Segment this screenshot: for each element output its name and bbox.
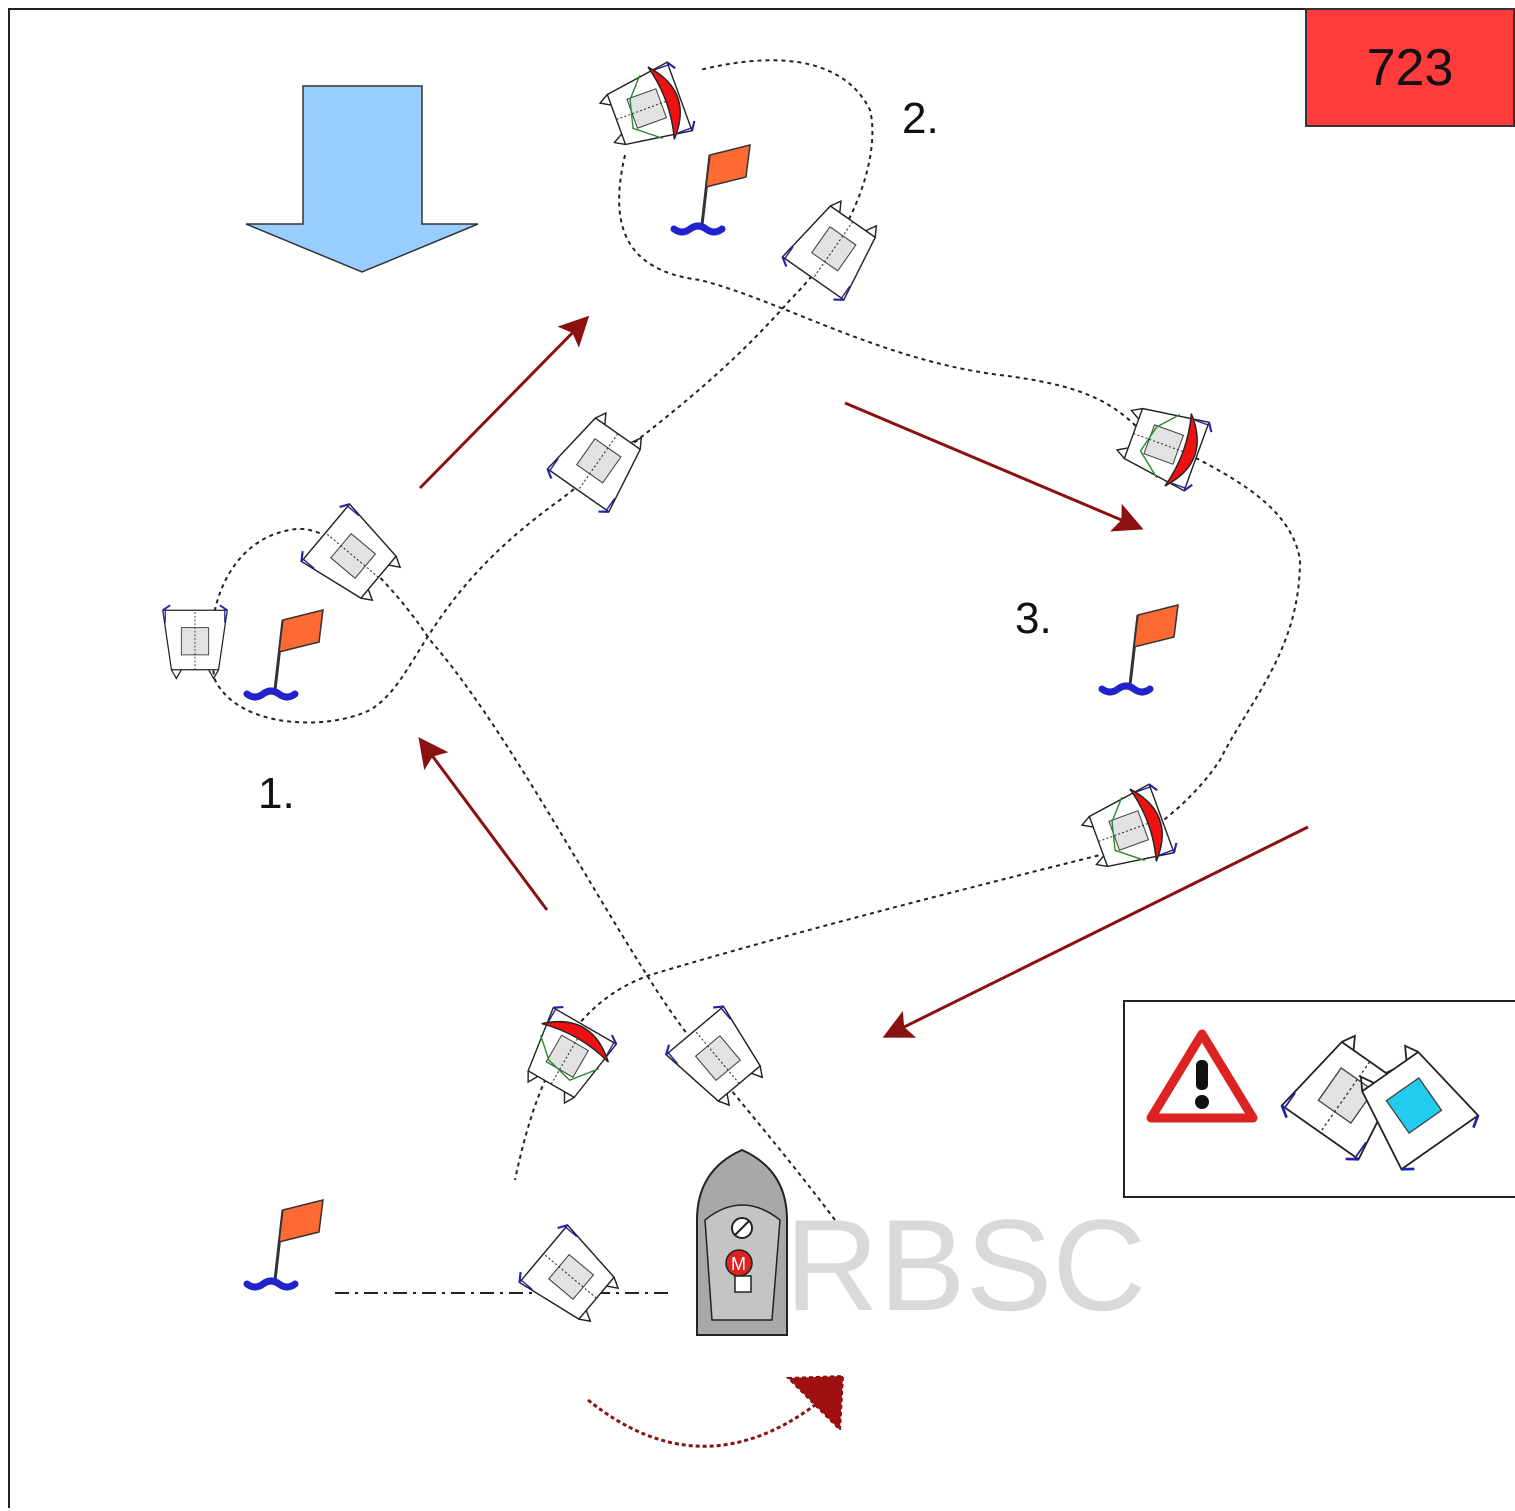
rescue-boat-icon: M <box>696 1148 788 1336</box>
catamaran-sail-icon <box>594 58 698 159</box>
legend-box <box>1123 1000 1515 1198</box>
warning-triangle-icon <box>1146 1029 1258 1123</box>
course-arrow <box>844 401 1144 532</box>
catamaran-icon <box>295 499 412 614</box>
watermark: RBSC <box>785 1192 1146 1338</box>
wind-direction-arrow-icon <box>245 85 479 273</box>
catamaran-icon <box>778 190 891 306</box>
exercise-number-badge: 723 <box>1305 8 1515 127</box>
catamaran-sail-icon <box>1111 394 1215 495</box>
catamaran-icon <box>661 1000 776 1117</box>
course-arrow <box>882 825 1309 1038</box>
legend-graphic <box>1146 1023 1480 1171</box>
catamaran-sail-icon <box>1076 780 1180 881</box>
svg-text:M: M <box>731 1254 746 1274</box>
rotation-arrow <box>587 1398 816 1448</box>
buoy-flag-icon <box>247 610 323 697</box>
buoy-flag-icon <box>247 1200 323 1287</box>
course-arrow <box>418 737 549 911</box>
course-arrow <box>418 315 590 490</box>
catamaran-sail-icon <box>513 1002 621 1112</box>
mark-label-1: 1. <box>258 769 295 818</box>
sailing-track <box>514 154 1302 1181</box>
buoy-flag-icon <box>1102 605 1178 692</box>
exercise-number: 723 <box>1366 38 1454 97</box>
diagram-frame <box>8 8 1513 1508</box>
rotation-arrow-head <box>785 1374 845 1433</box>
mark-label-2: 2. <box>902 94 939 143</box>
catamaran-icon <box>161 604 229 680</box>
catamaran-icon <box>513 1220 630 1335</box>
boat-collision-icon <box>1276 1023 1480 1171</box>
mark-label-3: 3. <box>1015 594 1052 643</box>
buoy-flag-icon <box>674 145 750 232</box>
